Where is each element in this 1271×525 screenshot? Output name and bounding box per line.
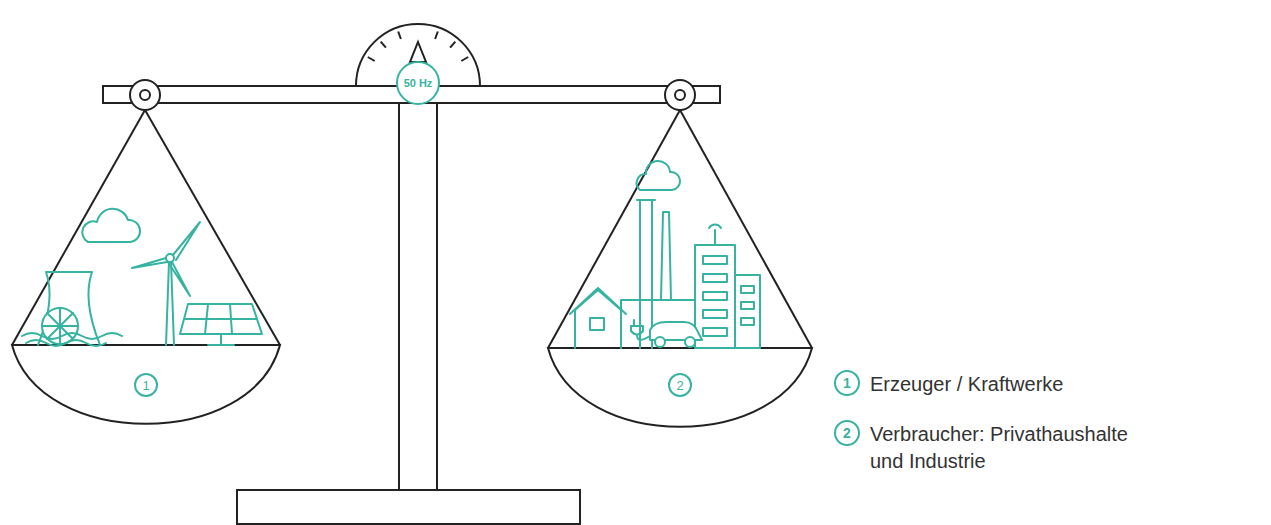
right-scale-pan: [548, 348, 812, 427]
building-windows: [741, 286, 754, 325]
left-scale-pan: [145, 110, 280, 345]
chimney-symbol: [661, 212, 671, 300]
car-wheel: [685, 337, 695, 347]
right-scale-pan: [548, 110, 680, 348]
scale-beam: [140, 90, 150, 100]
circle-outline: [669, 374, 691, 396]
solar-panel: [180, 304, 262, 334]
car-wheel: [655, 337, 665, 347]
frequency-gauge: [410, 42, 426, 62]
scale-stand: [237, 103, 580, 524]
right-scale-pan: [548, 110, 812, 427]
right-scale-pan: [680, 110, 812, 348]
wind-turbine-blades: [132, 222, 200, 296]
callout-number: 1: [134, 373, 158, 397]
frequency-gauge: [461, 57, 468, 61]
circle-outline: [397, 62, 439, 104]
frequency-gauge: [368, 57, 375, 61]
frequency-gauge: [435, 32, 438, 40]
producer-icons: [22, 209, 262, 346]
callout-number: 2: [668, 373, 692, 397]
frequency-gauge: [381, 42, 386, 48]
solar-panel-stand: [208, 334, 234, 345]
building-windows: [703, 256, 727, 336]
left-scale-pan: [12, 110, 145, 345]
house-window: [590, 318, 604, 330]
wind-turbine-tower: [166, 262, 174, 345]
legend-text: Erzeuger / Kraftwerke: [870, 371, 1250, 398]
scale-stand: [399, 103, 437, 490]
frequency-value: 50 Hz: [396, 61, 440, 105]
callout-number: 1: [834, 370, 860, 396]
callout-number: 1: [134, 373, 158, 397]
scale-beam: [675, 90, 685, 100]
antenna-symbol: [709, 225, 721, 245]
legend-number: 2: [834, 420, 860, 446]
cloud-symbol: [637, 161, 680, 190]
frequency-gauge: [398, 32, 401, 40]
left-scale-pan: [12, 345, 280, 424]
office-building: [695, 245, 735, 348]
house-symbol: [570, 288, 626, 348]
circle-outline: [135, 374, 157, 396]
consumer-icons: [570, 161, 760, 348]
left-scale-pan: [12, 110, 280, 424]
scale-beam: [130, 80, 160, 110]
legend-number: 1: [834, 370, 860, 396]
water-waves: [22, 333, 122, 346]
scale-stand: [237, 490, 580, 524]
circle-outline: [835, 371, 859, 395]
charging-plug: [631, 320, 650, 340]
legend-text: Verbraucher: Privathaushalte und Industr…: [870, 421, 1150, 475]
scale-beam: [665, 80, 695, 110]
frequency-gauge: [450, 42, 455, 48]
callout-number: 2: [834, 420, 860, 446]
annex-building: [735, 275, 760, 348]
cloud-symbol: [82, 209, 140, 242]
callout-number: 2: [668, 373, 692, 397]
circle-outline: [835, 421, 859, 445]
frequency-display: 50 Hz: [396, 61, 440, 105]
